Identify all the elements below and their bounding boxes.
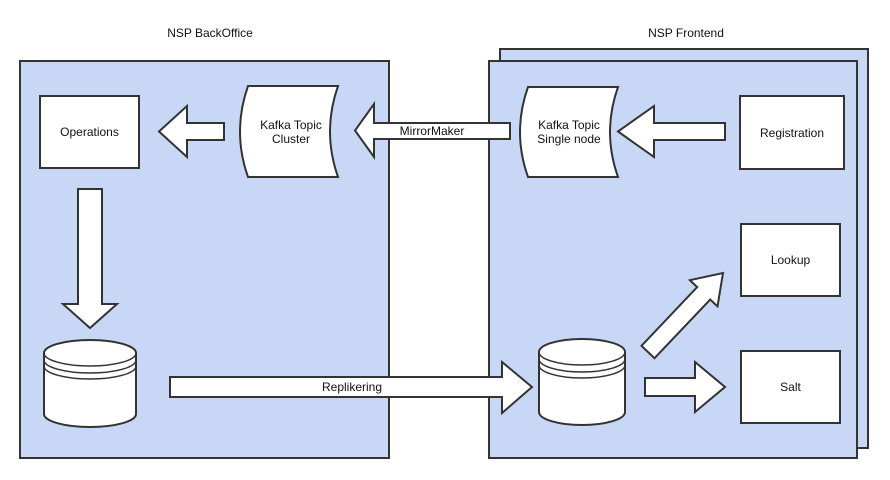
backoffice-title: NSP BackOffice xyxy=(167,26,253,40)
salt-label: Salt xyxy=(780,380,801,394)
arrow-registration-to-kafka xyxy=(616,104,726,159)
operations-box: Operations xyxy=(39,95,140,169)
lookup-box: Lookup xyxy=(740,223,841,297)
backoffice-database-ring-2 xyxy=(43,359,137,374)
lookup-label: Lookup xyxy=(770,253,811,267)
operations-label: Operations xyxy=(60,125,119,139)
kafka-cluster-label: Kafka Topic Cluster xyxy=(260,118,322,146)
frontend-database-ring-1 xyxy=(538,351,626,366)
frontend-database-ring-2 xyxy=(538,358,626,373)
arrow-database-to-lookup xyxy=(640,271,725,360)
registration-label: Registration xyxy=(759,125,825,140)
kafka-single-node-label: Kafka Topic Single node xyxy=(537,118,601,146)
kafka-single-node-shape xyxy=(519,86,620,178)
backoffice-database-ring-3 xyxy=(43,365,137,380)
arrow-replikering xyxy=(169,359,534,416)
kafka-cluster-shape xyxy=(239,85,340,178)
arrow-cluster-to-operations xyxy=(157,103,225,160)
frontend-database-ring-3 xyxy=(538,364,626,379)
replikering-label: Replikering xyxy=(321,380,383,394)
mirrormaker-label: MirrorMaker xyxy=(399,124,465,138)
backoffice-database-cylinder xyxy=(43,339,137,428)
arrow-database-to-salt xyxy=(644,359,727,415)
frontend-database-cylinder xyxy=(538,338,626,426)
salt-box: Salt xyxy=(740,350,841,424)
arrow-operations-to-database xyxy=(60,188,120,330)
frontend-title: NSP Frontend xyxy=(648,26,724,40)
registration-box: Registration xyxy=(739,95,845,170)
arrow-mirrormaker xyxy=(353,100,511,161)
backoffice-database-ring-1 xyxy=(43,352,137,367)
